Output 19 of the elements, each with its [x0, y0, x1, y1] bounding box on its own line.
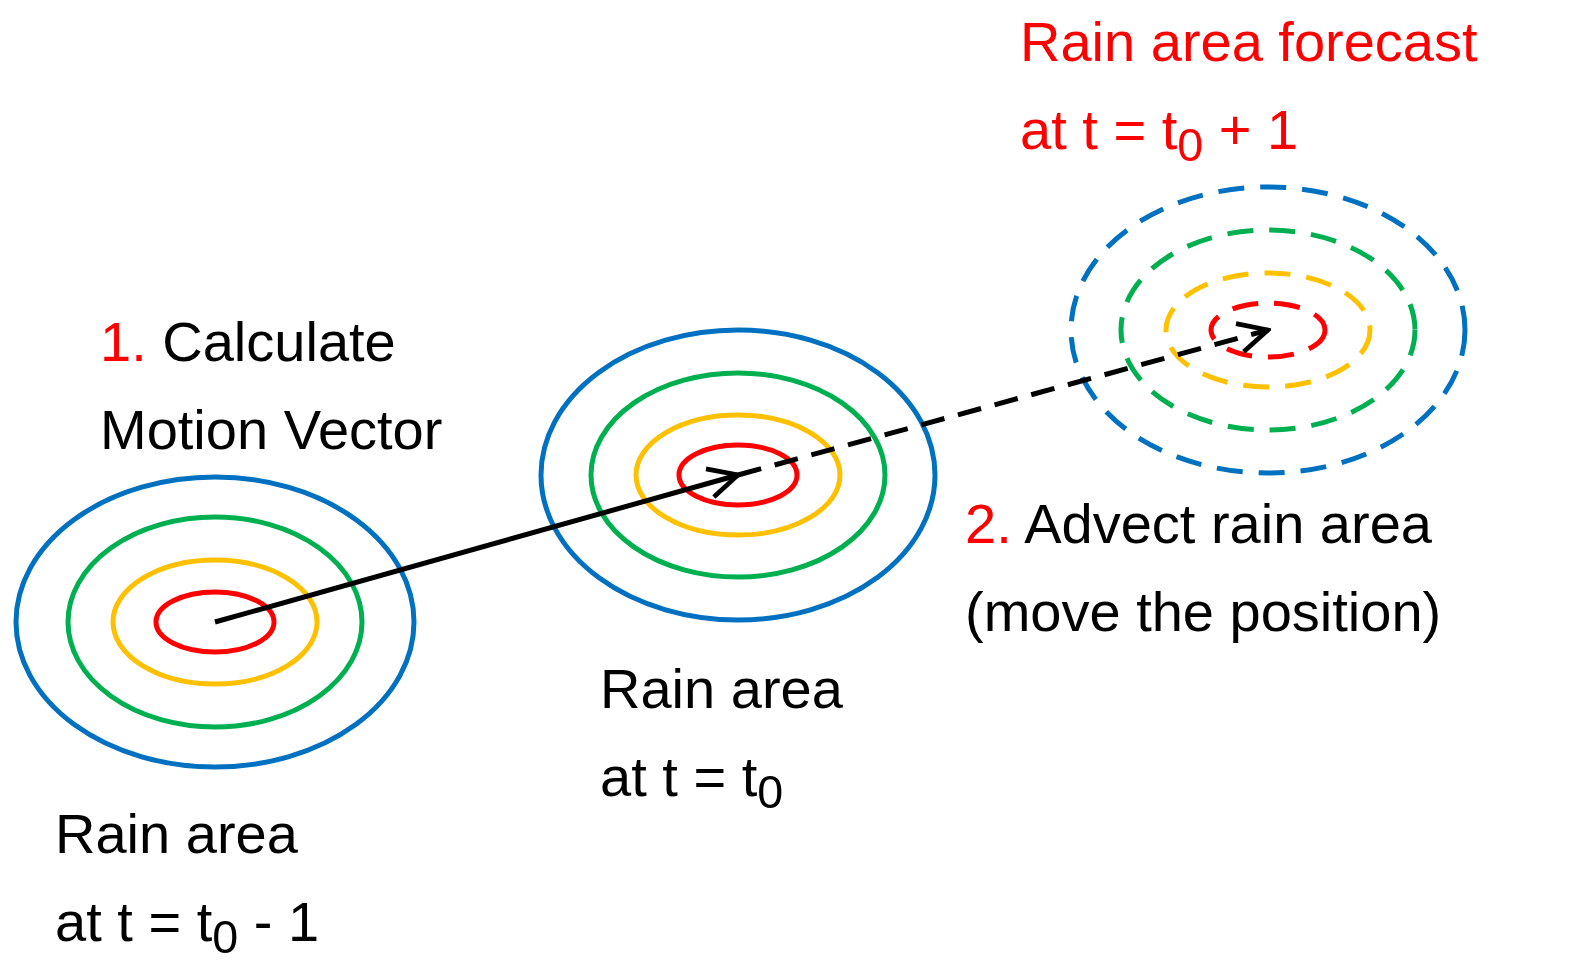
ellipse [65, 514, 365, 730]
area-caption: Rain area at t = t$_{0}$ [600, 656, 844, 821]
ellipse [110, 557, 320, 687]
step-label: 1. Calculate Motion Vector [100, 309, 444, 463]
ellipse [676, 442, 800, 508]
step-label: 2. Advect rain area (move the position) [965, 491, 1443, 645]
ellipse [538, 327, 938, 623]
area-caption: Rain area at t = t$_{0}$ - 1 [55, 801, 321, 966]
dashed-ellipse [1163, 270, 1373, 390]
dashed-arrow [737, 321, 1271, 478]
ellipse [153, 589, 277, 655]
ellipse [13, 474, 417, 770]
arrow [214, 466, 741, 625]
dashed-ellipse [1208, 300, 1328, 360]
area-caption: Rain area forecast at t = t$_{0}$ + 1 [1020, 9, 1479, 174]
dashed-ellipse [1068, 184, 1468, 476]
ellipse [588, 370, 888, 580]
ellipse [633, 412, 843, 538]
dashed-ellipse [1118, 227, 1418, 433]
